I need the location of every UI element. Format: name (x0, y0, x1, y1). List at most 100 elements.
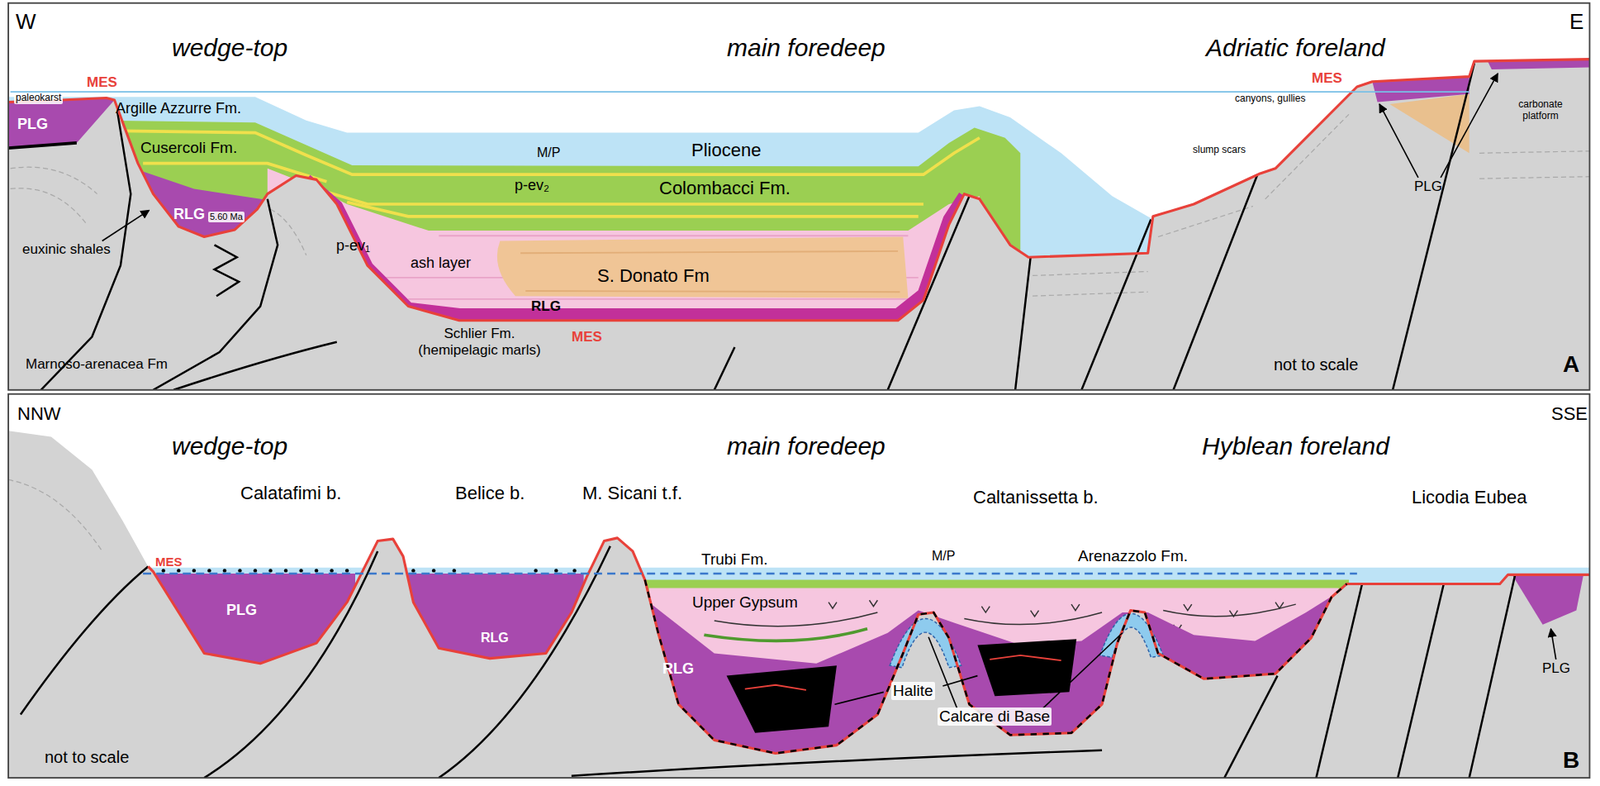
calcare-di-base (1100, 612, 1164, 657)
yellow-beds (346, 202, 919, 217)
halite-marks (745, 684, 807, 690)
formation-label: Pliocene (691, 139, 761, 161)
faults (1469, 574, 1516, 778)
formation-label: S. Donato Fm (597, 265, 710, 286)
pebble-dots (253, 568, 257, 572)
mes-surface (8, 59, 1590, 321)
formation-label: Marnoso-arenacea Fm (25, 356, 168, 373)
pebble-dots (299, 568, 303, 572)
surface-label: MES (86, 74, 118, 91)
faults (1224, 675, 1278, 779)
pebble-dots (176, 568, 181, 572)
san-donato-lens (497, 237, 909, 299)
faults (204, 550, 378, 778)
basement-bedding (1479, 151, 1590, 153)
pink-beds (438, 234, 908, 237)
panel-frame (8, 394, 1590, 778)
pebble-dots (268, 568, 272, 572)
unit-label: RLG (531, 298, 561, 315)
basement-bedding (10, 188, 88, 225)
boundary-label: M/P (931, 548, 955, 564)
yellow-beds (107, 130, 980, 175)
pebble-dots (223, 568, 227, 572)
gypsum-beds (703, 628, 868, 641)
formation-label: Trubi Fm. (701, 550, 769, 569)
faults (1015, 256, 1031, 390)
tan-beds (520, 251, 900, 292)
pebble-dots (161, 568, 577, 572)
rlg-band (306, 179, 965, 314)
gypsum-beds (1163, 603, 1297, 617)
unit-label: RLG (662, 659, 694, 678)
basin-label: Belice b. (455, 482, 525, 504)
pebble-dots (411, 568, 415, 572)
setting-label: wedge-top (171, 432, 288, 461)
unit-label: PLG (226, 601, 257, 619)
pebble-dots (161, 568, 166, 572)
faults (152, 199, 278, 390)
sea-level (142, 572, 1358, 575)
leader-lines (834, 691, 884, 704)
pebble-dots (192, 568, 196, 572)
surface-label: MES (155, 554, 183, 569)
formation-label: Upper Gypsum (692, 593, 798, 612)
leader-lines (102, 73, 1499, 242)
plg-licodia (1512, 574, 1584, 625)
faults (20, 545, 1515, 778)
formation-label: Arenazzolo Fm. (1077, 546, 1188, 565)
unit-label: RLG (173, 205, 205, 224)
setting-label: Adriatic foreland (1205, 33, 1386, 63)
formation-label: Halite (891, 681, 936, 700)
halite-body (977, 638, 1077, 696)
note-label: not to scale (1273, 355, 1358, 375)
pebble-dots (533, 568, 537, 572)
panel-letter: A (1562, 351, 1580, 378)
faults (41, 63, 1475, 390)
basement (8, 430, 1590, 778)
setting-label: Hyblean foreland (1201, 432, 1390, 461)
leader-lines (1551, 628, 1557, 660)
halite-marks (989, 655, 1061, 660)
formation-label: Colombacci Fm. (659, 177, 791, 199)
direction-label: NNW (17, 403, 62, 424)
formation-label: Argille Azzurre Fm. (115, 99, 242, 118)
pebble-dots (452, 568, 456, 572)
unit-label: PLG (17, 115, 48, 133)
basin-label: M. Sicani t.f. (582, 482, 683, 504)
halite-body (726, 664, 837, 733)
faults (214, 244, 240, 296)
boundary-label: M/P (536, 145, 561, 161)
note-label: not to scale (44, 747, 129, 767)
panel-letter: B (1562, 746, 1580, 774)
tan-beds (520, 251, 898, 253)
panel-ground (8, 394, 1590, 778)
faults (571, 750, 1102, 776)
leader-lines (1440, 73, 1498, 178)
pebble-dots (329, 568, 333, 572)
pebble-dots (314, 568, 319, 572)
age-label: 5.60 Ma (208, 211, 245, 223)
direction-label: SSE (1551, 403, 1588, 424)
basement-bedding (1032, 291, 1149, 296)
setting-label: wedge-top (171, 33, 288, 63)
basement-bedding (8, 479, 103, 551)
surface-label: MES (1311, 70, 1343, 87)
panel-ground (8, 3, 1590, 390)
unit-label: PLG (1414, 178, 1443, 195)
faults (714, 346, 736, 390)
sea-level (10, 90, 1470, 93)
note-label: slump scars (1192, 144, 1246, 157)
mes-surface (147, 537, 1590, 754)
plg-base-line (8, 142, 77, 148)
section-a (8, 59, 1590, 390)
unit-label: RLG (480, 630, 509, 646)
formation-label: Calcare di Base (937, 707, 1052, 726)
formation-label: Schlier Fm. (hemipelagic marls) (403, 325, 556, 358)
basement (8, 59, 1590, 390)
mes-dashes (645, 579, 1348, 754)
faults (887, 195, 970, 390)
unit-label: PLG (1542, 659, 1571, 677)
pebble-dots (345, 568, 349, 572)
